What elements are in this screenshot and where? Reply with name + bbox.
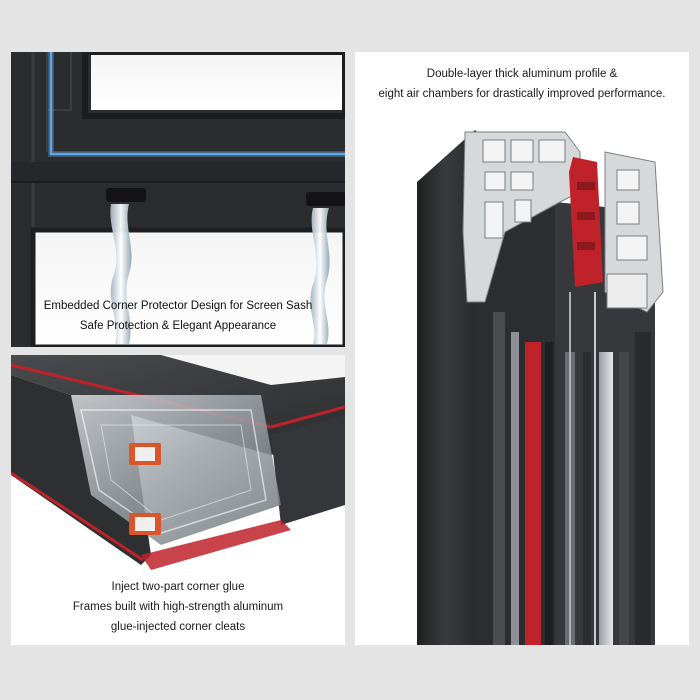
profile-cross-section-outer bbox=[604, 151, 664, 313]
red-seal-bottom bbox=[11, 471, 144, 562]
corner-cleat-photo-panel: Inject two-part corner glue Frames built… bbox=[11, 355, 345, 645]
aluminum-profile-caption-line2: eight air chambers for drastically impro… bbox=[378, 88, 666, 100]
aluminum-profile-caption-line1: Double-layer thick aluminum profile & bbox=[426, 68, 618, 80]
water-stream-left bbox=[110, 204, 132, 344]
profile-silver-strip-1 bbox=[511, 332, 519, 645]
aluminum-profile-panel: Double-layer thick aluminum profile & ei… bbox=[355, 52, 689, 645]
cross-section-red-insulation bbox=[569, 157, 603, 287]
window-sash-illustration bbox=[11, 52, 345, 347]
corner-glue-caption-line1: Inject two-part corner glue bbox=[111, 581, 245, 593]
water-stream-right bbox=[310, 208, 330, 344]
upper-glass-pane bbox=[91, 52, 345, 110]
corner-cleat-illustration bbox=[11, 355, 345, 570]
corner-glue-caption-line2: Frames built with high-strength aluminum bbox=[72, 601, 284, 613]
profile-red-thermal-break bbox=[525, 342, 541, 645]
window-sash-photo-panel: Embedded Corner Protector Design for Scr… bbox=[11, 52, 345, 347]
drain-cap-right bbox=[306, 192, 345, 206]
corner-protector-caption: Embedded Corner Protector Design for Scr… bbox=[11, 296, 345, 336]
drain-cap-left bbox=[106, 188, 146, 202]
corner-glue-caption: Inject two-part corner glue Frames built… bbox=[11, 577, 345, 637]
aluminum-profile-illustration bbox=[417, 130, 664, 645]
blue-seal-line bbox=[49, 52, 345, 156]
corner-protector-caption-line2: Safe Protection & Elegant Appearance bbox=[79, 320, 277, 332]
profile-outer-wall bbox=[417, 130, 475, 645]
aluminum-profile-caption: Double-layer thick aluminum profile & ei… bbox=[355, 64, 689, 104]
corner-protector-caption-line1: Embedded Corner Protector Design for Scr… bbox=[43, 300, 313, 312]
lower-glass-pane bbox=[33, 230, 345, 347]
corner-glue-caption-line3: glue-injected corner cleats bbox=[110, 621, 246, 633]
profile-silver-strip-2 bbox=[599, 352, 613, 645]
